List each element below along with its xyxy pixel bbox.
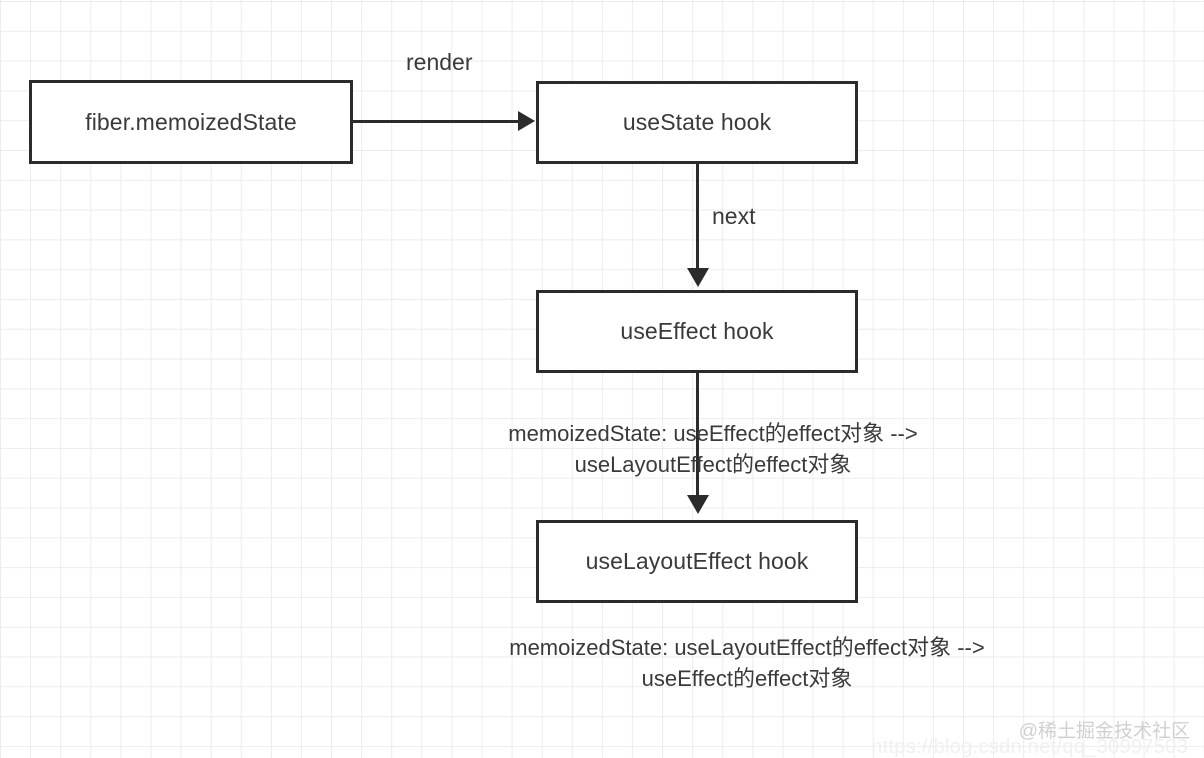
node-useeffect-hook-label: useEffect hook xyxy=(620,318,774,344)
edge-label-next: next xyxy=(712,203,756,229)
node-uselayouteffect-hook[interactable]: useLayoutEffect hook xyxy=(536,520,858,603)
node-useeffect-hook[interactable]: useEffect hook xyxy=(536,290,858,373)
arrow-right-icon xyxy=(518,111,535,131)
watermark-brand: @稀土掘金技术社区 xyxy=(1018,721,1190,742)
node-usestate-hook-label: useState hook xyxy=(622,109,772,135)
annotation-layout-to-effect-line1: memoizedState: useLayoutEffect的effect对象 … xyxy=(509,635,985,660)
node-uselayouteffect-hook-label: useLayoutEffect hook xyxy=(585,548,809,574)
edge-fiber-to-usestate-line xyxy=(353,120,520,123)
node-fiber-memoizedstate-label: fiber.memoizedState xyxy=(85,108,297,135)
annotation-effect-to-layout: memoizedState: useEffect的effect对象 --> us… xyxy=(508,418,917,480)
annotation-effect-to-layout-line2: useLayoutEffect的effect对象 xyxy=(574,452,852,477)
edge-useeffect-to-uselayouteffect-line xyxy=(696,373,699,500)
edge-label-render: render xyxy=(406,49,473,75)
watermark-url: https://blog.csdn.net/qq_30997503 xyxy=(871,736,1188,758)
node-fiber-memoizedstate[interactable]: fiber.memoizedState xyxy=(29,80,353,164)
annotation-layout-to-effect-line2: useEffect的effect对象 xyxy=(641,666,853,691)
annotation-effect-to-layout-line1: memoizedState: useEffect的effect对象 --> xyxy=(508,421,918,446)
annotation-layout-to-effect: memoizedState: useLayoutEffect的effect对象 … xyxy=(509,632,984,694)
arrow-down-icon xyxy=(687,495,709,514)
edge-usestate-to-useeffect-line xyxy=(696,164,699,272)
arrow-down-icon xyxy=(687,268,709,287)
node-usestate-hook[interactable]: useState hook xyxy=(536,81,858,164)
